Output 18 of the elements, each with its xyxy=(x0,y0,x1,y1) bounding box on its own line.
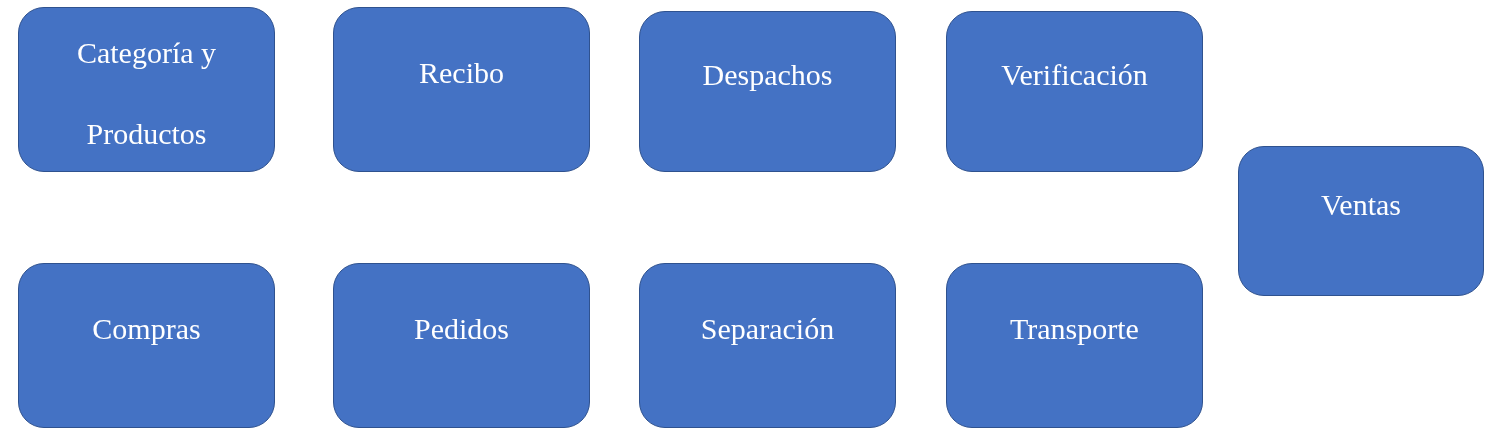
rounded-box xyxy=(18,263,275,428)
box-label: Categoría y Productos xyxy=(75,34,218,152)
box-label: Pedidos xyxy=(413,310,510,347)
rounded-box xyxy=(333,263,590,428)
box-label: Ventas xyxy=(1320,186,1402,223)
box-label: Compras xyxy=(91,310,202,347)
rounded-box xyxy=(1238,146,1484,296)
box-label: Verificación xyxy=(1000,56,1149,93)
box-label: Transporte xyxy=(1009,310,1140,347)
box-label: Recibo xyxy=(418,54,505,91)
rounded-box xyxy=(639,11,896,172)
rounded-box xyxy=(18,7,275,172)
rounded-box xyxy=(333,7,590,172)
box-label: Despachos xyxy=(701,56,834,93)
rounded-box xyxy=(946,263,1203,428)
box-label: Separación xyxy=(699,310,836,347)
rounded-box xyxy=(946,11,1203,172)
rounded-box xyxy=(639,263,896,428)
